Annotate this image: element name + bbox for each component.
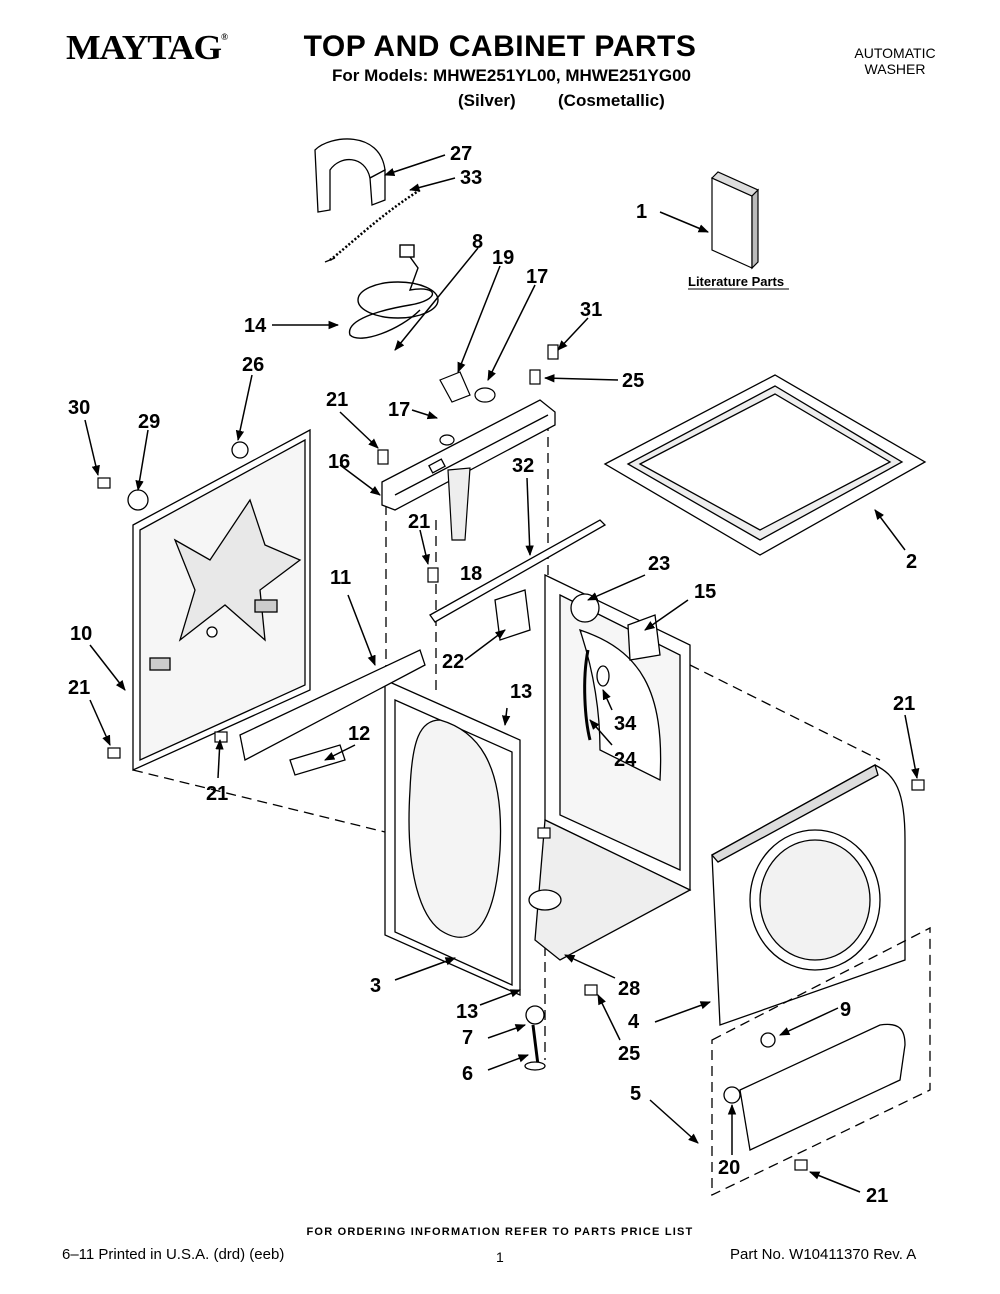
clip-and-tie-parts (314, 138, 421, 261)
brand-name: MAYTAG (66, 28, 222, 67)
page-number: 1 (496, 1249, 504, 1265)
callout-2: 2 (906, 551, 917, 573)
callout-8: 8 (472, 231, 483, 253)
part-number: Part No. W10411370 Rev. A (730, 1246, 917, 1263)
callout-18: 18 (460, 563, 482, 585)
registered-mark: ® (221, 32, 228, 42)
callout-29: 29 (138, 411, 160, 433)
ordering-note: FOR ORDERING INFORMATION REFER TO PARTS … (306, 1226, 694, 1238)
callout-15: 15 (694, 581, 716, 603)
top-lid-part (603, 374, 927, 556)
callout-9: 9 (840, 999, 851, 1021)
callout-1: 1 (636, 201, 647, 223)
callout-21-rail: 21 (206, 783, 228, 805)
callout-numbers: 27 33 1 8 19 17 31 14 25 26 21 17 30 29 … (68, 143, 917, 1207)
callout-20: 20 (718, 1157, 740, 1179)
callout-27: 27 (450, 143, 472, 165)
callout-25-lower: 25 (618, 1043, 640, 1065)
callout-19: 19 (492, 247, 514, 269)
screw-parts (97, 344, 925, 1171)
callout-4: 4 (628, 1011, 640, 1033)
variant-cosmetallic: (Cosmetallic) (558, 91, 665, 110)
appliance-line-1: AUTOMATIC (854, 45, 936, 61)
callout-34: 34 (614, 713, 637, 735)
callout-13-upper: 13 (510, 681, 532, 703)
print-info: 6–11 Printed in U.S.A. (drd) (eeb) (62, 1246, 285, 1263)
literature-book-icon (710, 171, 760, 270)
rail-parts (127, 441, 776, 1104)
side-panel-part (384, 678, 521, 997)
callout-13-lower: 13 (456, 1001, 478, 1023)
page-title: TOP AND CABINET PARTS (303, 30, 697, 63)
callout-21-rear: 21 (68, 677, 90, 699)
callout-3: 3 (370, 975, 381, 997)
literature-parts-label: Literature Parts (688, 274, 784, 289)
callout-17-lower: 17 (388, 399, 410, 421)
variant-silver: (Silver) (458, 91, 516, 110)
callout-21-front: 21 (893, 693, 915, 715)
callout-31: 31 (580, 299, 602, 321)
callout-10: 10 (70, 623, 92, 645)
callout-23: 23 (648, 553, 670, 575)
callout-22: 22 (442, 651, 464, 673)
callout-21-hose: 21 (408, 511, 430, 533)
callout-21-console: 21 (326, 389, 348, 411)
models-line: For Models: MHWE251YL00, MHWE251YG00 (332, 66, 691, 85)
callout-14: 14 (244, 315, 267, 337)
fill-hose-part (439, 371, 496, 541)
callout-24: 24 (614, 749, 637, 771)
callout-17-upper: 17 (526, 266, 548, 288)
callout-16: 16 (328, 451, 350, 473)
callout-12: 12 (348, 723, 370, 745)
appliance-type: AUTOMATIC WASHER (845, 45, 945, 77)
console-bracket-part (381, 399, 556, 511)
brand-logo: MAYTAG® (66, 28, 228, 68)
callout-5: 5 (630, 1083, 641, 1105)
front-panel-part (710, 764, 906, 1026)
toe-panel-part (711, 926, 931, 1197)
power-cord-part (324, 244, 439, 339)
callout-11: 11 (330, 567, 351, 589)
rear-panel-part (132, 428, 311, 772)
appliance-line-2: WASHER (864, 61, 926, 77)
cabinet-frame-part (528, 573, 692, 961)
callout-21-toe: 21 (866, 1185, 888, 1207)
callout-33: 33 (460, 167, 482, 189)
callout-25-upper: 25 (622, 370, 644, 392)
callout-28: 28 (618, 978, 640, 1000)
callout-26: 26 (242, 354, 264, 376)
callout-leaders (84, 154, 920, 1193)
callout-30: 30 (68, 397, 90, 419)
callout-6: 6 (462, 1063, 473, 1085)
callout-32: 32 (512, 455, 534, 477)
callout-7: 7 (462, 1027, 473, 1049)
